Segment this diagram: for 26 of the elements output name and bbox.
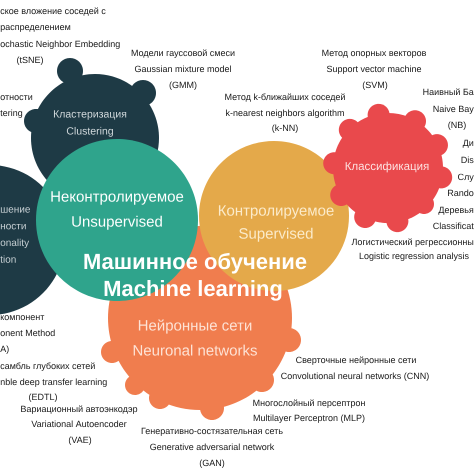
annotation-text: A) <box>0 345 9 354</box>
annotation-text: (SVM) <box>362 81 388 90</box>
annotation-text: (GAN) <box>200 459 224 468</box>
annotation-text: (EDTL) <box>29 393 57 402</box>
annotation-text: Variational Autoencoder <box>31 420 127 428</box>
annotation-text: Support vector machine <box>326 65 422 74</box>
annotation-text: (VAE) <box>68 436 92 445</box>
annotation-text: самбль глубоких сетей <box>0 362 95 371</box>
annotation-text: (GMM) <box>170 81 196 90</box>
annotation-text: ochastic Neighbor Embedding <box>0 40 120 49</box>
annotation-text: распределением <box>0 25 70 32</box>
annotation-text: Генеративно-состязательная сеть <box>142 428 283 436</box>
annotation-text: Generative adversarial network <box>150 443 274 450</box>
annotation-text: Слу <box>458 174 474 182</box>
annotation-text: Модели гауссовой смеси <box>132 49 234 58</box>
annotation-text: tering <box>0 109 22 118</box>
annotation-text: onent Method <box>0 329 55 336</box>
annotation-text: Ди <box>462 140 474 148</box>
annotation-text: Dis <box>462 156 474 164</box>
annotation-text: Метод k-ближайших соседей <box>225 93 345 102</box>
annotation-text: ское вложение соседей с <box>0 7 106 16</box>
annotation-text: Метод опорных векторов <box>322 50 426 58</box>
annotation-text: Наивный Ба <box>423 88 474 96</box>
annotation-text: Logistic regression analysis <box>360 252 469 261</box>
annotation-text: Логистический регрессионны <box>352 238 474 247</box>
annotation-text: компонент <box>0 315 44 320</box>
